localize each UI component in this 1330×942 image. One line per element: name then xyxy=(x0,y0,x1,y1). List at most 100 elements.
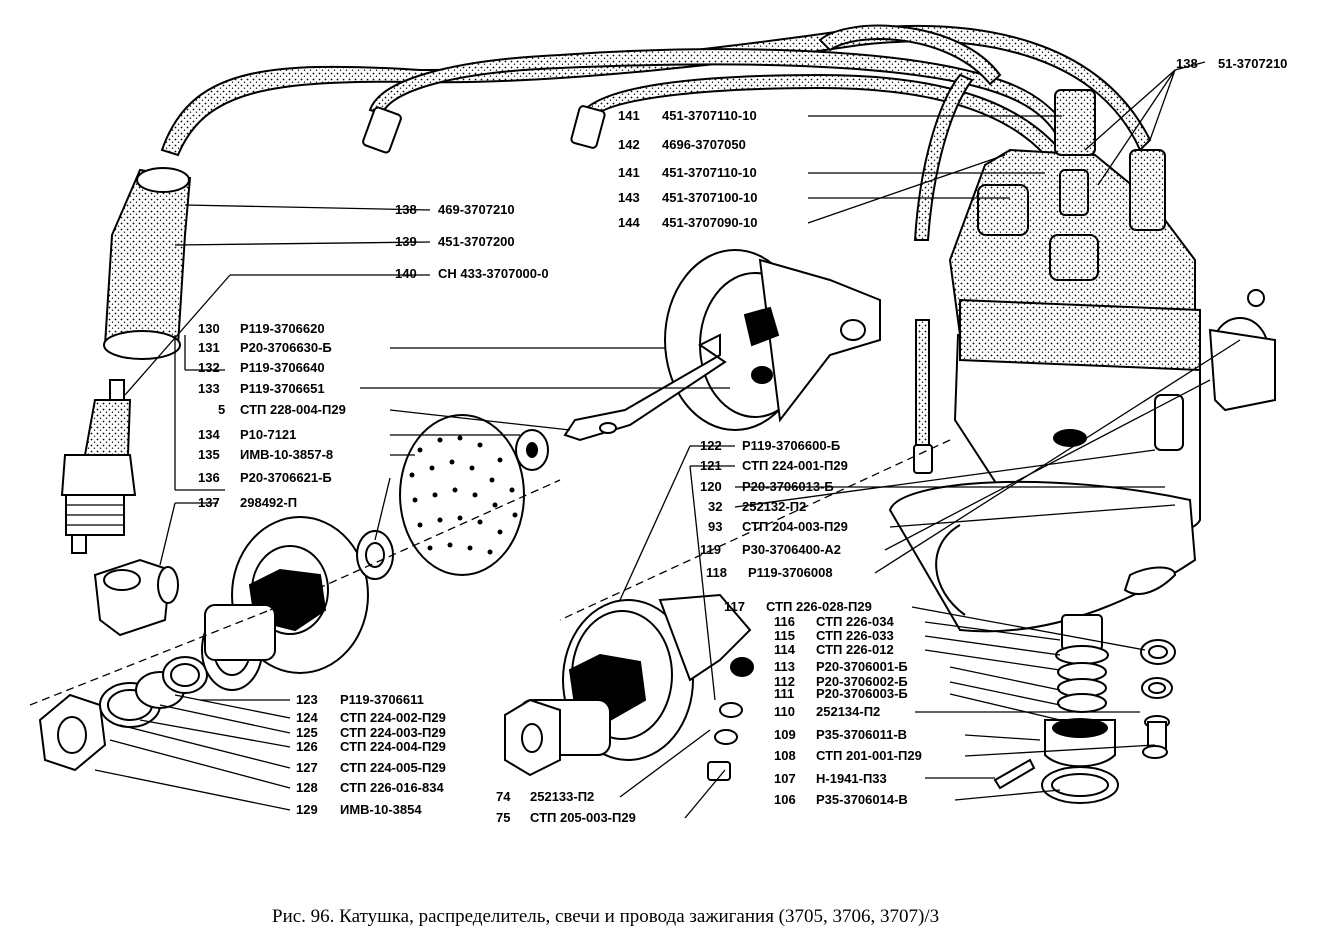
svg-text:144: 144 xyxy=(618,215,640,230)
svg-text:121: 121 xyxy=(700,458,722,473)
svg-text:122: 122 xyxy=(700,438,722,453)
vacuum-regulator-housing xyxy=(204,516,394,674)
svg-text:136: 136 xyxy=(198,470,220,485)
svg-text:51-3707210: 51-3707210 xyxy=(1218,56,1287,71)
label-140: 140 СН 433-3707000-0 xyxy=(395,266,549,281)
label-144: 144 451-3707090-10 xyxy=(618,215,757,230)
label-127: 127 СТП 224-005-П29 xyxy=(296,760,446,775)
svg-text:107: 107 xyxy=(774,771,796,786)
svg-text:110: 110 xyxy=(774,704,795,719)
svg-text:ИМВ-10-3857-8: ИМВ-10-3857-8 xyxy=(240,447,333,462)
svg-text:Р35-3706014-В: Р35-3706014-В xyxy=(816,792,908,807)
label-121: 121 СТП 224-001-П29 xyxy=(700,458,848,473)
svg-text:113: 113 xyxy=(774,659,795,674)
svg-text:СТП 224-003-П29: СТП 224-003-П29 xyxy=(340,725,446,740)
svg-text:111: 111 xyxy=(774,686,794,701)
callout-labels: 138 51-3707210 141 451-3707110-10 142 4696-… xyxy=(198,56,1287,825)
label-118: 118 Р119-3706008 xyxy=(706,565,833,580)
svg-text:Р119-3706651: Р119-3706651 xyxy=(240,381,325,396)
label-133: 133 Р119-3706651 xyxy=(198,381,325,396)
label-93: 93 СТП 204-003-П29 xyxy=(708,519,848,534)
svg-text:138: 138 xyxy=(1176,56,1198,71)
svg-text:Р35-3706011-В: Р35-3706011-В xyxy=(816,727,907,742)
svg-text:СТП 204-003-П29: СТП 204-003-П29 xyxy=(742,519,848,534)
svg-text:32: 32 xyxy=(708,499,722,514)
svg-text:117: 117 xyxy=(724,599,745,614)
label-122: 122 Р119-3706600-Б xyxy=(700,438,840,453)
svg-text:Р119-3706008: Р119-3706008 xyxy=(748,565,833,580)
svg-text:126: 126 xyxy=(296,739,318,754)
leader-lines xyxy=(29,61,1241,819)
svg-text:СТП 205-003-П29: СТП 205-003-П29 xyxy=(530,810,636,825)
svg-text:143: 143 xyxy=(618,190,640,205)
svg-text:108: 108 xyxy=(774,748,796,763)
svg-text:118: 118 xyxy=(706,565,727,580)
svg-text:Р20-3706013-Б: Р20-3706013-Б xyxy=(742,479,834,494)
svg-text:451-3707100-10: 451-3707100-10 xyxy=(662,190,757,205)
svg-text:130: 130 xyxy=(198,321,220,336)
label-142: 142 4696-3707050 xyxy=(618,137,746,152)
svg-text:124: 124 xyxy=(296,710,318,725)
label-107: 107 Н-1941-П33 xyxy=(774,771,887,786)
svg-text:141: 141 xyxy=(618,108,640,123)
svg-text:140: 140 xyxy=(395,266,417,281)
spark-plug-boot xyxy=(103,167,192,360)
svg-text:74: 74 xyxy=(496,789,511,804)
label-138-top: 138 51-3707210 xyxy=(1176,56,1287,71)
svg-text:Н-1941-П33: Н-1941-П33 xyxy=(816,771,887,786)
svg-text:133: 133 xyxy=(198,381,220,396)
svg-text:75: 75 xyxy=(496,810,510,825)
svg-text:СТП 224-005-П29: СТП 224-005-П29 xyxy=(340,760,446,775)
label-141-a: 141 451-3707110-10 xyxy=(618,108,757,123)
svg-text:451-3707110-10: 451-3707110-10 xyxy=(662,108,757,123)
svg-text:Р20-3706621-Б: Р20-3706621-Б xyxy=(240,470,332,485)
svg-text:СТП 224-002-П29: СТП 224-002-П29 xyxy=(340,710,446,725)
svg-text:137: 137 xyxy=(198,495,220,510)
svg-text:142: 142 xyxy=(618,137,640,152)
svg-text:4696-3707050: 4696-3707050 xyxy=(662,137,746,152)
svg-text:469-3707210: 469-3707210 xyxy=(438,202,515,217)
svg-text:СТП 224-001-П29: СТП 224-001-П29 xyxy=(742,458,848,473)
spark-plug xyxy=(60,379,137,554)
svg-text:Р20-3706002-Б: Р20-3706002-Б xyxy=(816,674,908,689)
svg-text:Р119-3706600-Б: Р119-3706600-Б xyxy=(742,438,840,453)
svg-text:134: 134 xyxy=(198,427,220,442)
svg-text:451-3707110-10: 451-3707110-10 xyxy=(662,165,757,180)
vacuum-chamber-upper xyxy=(563,249,881,442)
diaphragm xyxy=(399,414,549,576)
svg-text:128: 128 xyxy=(296,780,318,795)
svg-text:СТП 226-016-834: СТП 226-016-834 xyxy=(340,780,444,795)
svg-text:116: 116 xyxy=(774,614,795,629)
svg-text:5: 5 xyxy=(218,402,225,417)
svg-text:119: 119 xyxy=(700,542,721,557)
svg-text:Р119-3706611: Р119-3706611 xyxy=(340,692,424,707)
svg-text:298492-П: 298492-П xyxy=(240,495,297,510)
svg-text:СН 433-3707000-0: СН 433-3707000-0 xyxy=(438,266,549,281)
svg-text:120: 120 xyxy=(700,479,722,494)
svg-text:127: 127 xyxy=(296,760,318,775)
svg-text:451-3707090-10: 451-3707090-10 xyxy=(662,215,757,230)
svg-text:141: 141 xyxy=(618,165,640,180)
label-141-b: 141 451-3707110-10 xyxy=(618,165,757,180)
label-128: 128 СТП 226-016-834 xyxy=(296,780,444,795)
svg-text:132: 132 xyxy=(198,360,220,375)
svg-text:451-3707200: 451-3707200 xyxy=(438,234,515,249)
svg-text:93: 93 xyxy=(708,519,722,534)
svg-text:131: 131 xyxy=(198,340,220,355)
